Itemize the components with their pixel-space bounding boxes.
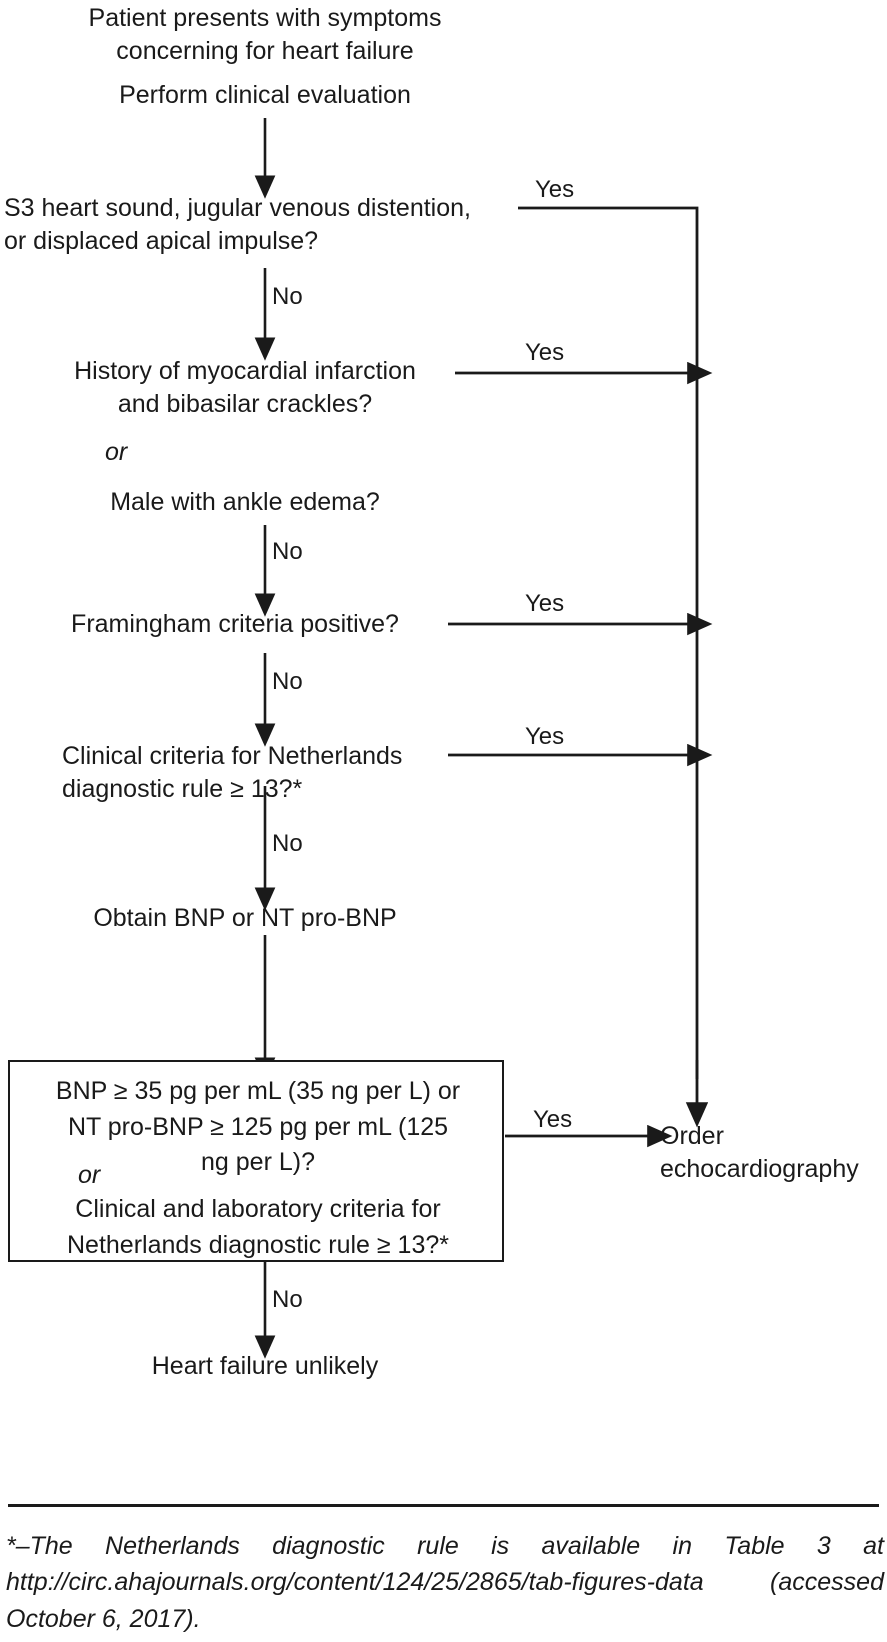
node-decision2-or-label: or — [105, 438, 128, 466]
node-decision-s3-heart-sound: S3 heart sound, jugular venous distentio… — [4, 194, 471, 255]
node-decision-framingham: Framingham criteria positive? — [71, 610, 399, 638]
decision-box-bnp-criteria — [8, 1060, 504, 1262]
edge-label-yes-4: Yes — [525, 723, 565, 750]
node-obtain-bnp: Obtain BNP or NT pro-BNP — [93, 904, 397, 932]
edge-label-no-5: No — [272, 1286, 303, 1313]
edge-label-no-2: No — [272, 538, 303, 565]
edge-label-yes-2: Yes — [525, 339, 565, 366]
node-perform-clinical-evaluation: Perform clinical evaluation — [119, 81, 411, 109]
node-order-echocardiography: Order echocardiography — [660, 1122, 859, 1183]
boxed-text-bnp-thresholds: BNP ≥ 35 pg per mL (35 ng per L) or NT p… — [55, 1077, 461, 1176]
edge-label-yes-3: Yes — [525, 590, 565, 617]
node-decision-mi-crackles: History of myocardial infarction and bib… — [74, 357, 416, 418]
node-start: Patient presents with symptoms concernin… — [88, 4, 442, 65]
node-heart-failure-unlikely: Heart failure unlikely — [151, 1352, 379, 1380]
node-decision-netherlands-clinical: Clinical criteria for Netherlands diagno… — [62, 742, 403, 803]
footnote-divider — [8, 1504, 879, 1507]
edge-label-no-3: No — [272, 668, 303, 695]
footnote-text: *–The Netherlands diagnostic rule is ava… — [6, 1532, 884, 1633]
edge-label-no-1: No — [272, 283, 303, 310]
edge-label-no-4: No — [272, 830, 303, 857]
edge-label-yes-5: Yes — [533, 1106, 573, 1133]
boxed-text-netherlands-lab: Clinical and laboratory criteria for Net… — [66, 1195, 449, 1259]
node-decision-male-ankle-edema: Male with ankle edema? — [110, 488, 380, 516]
boxed-or-label: or — [78, 1161, 101, 1189]
edge-label-yes-1: Yes — [535, 176, 575, 203]
